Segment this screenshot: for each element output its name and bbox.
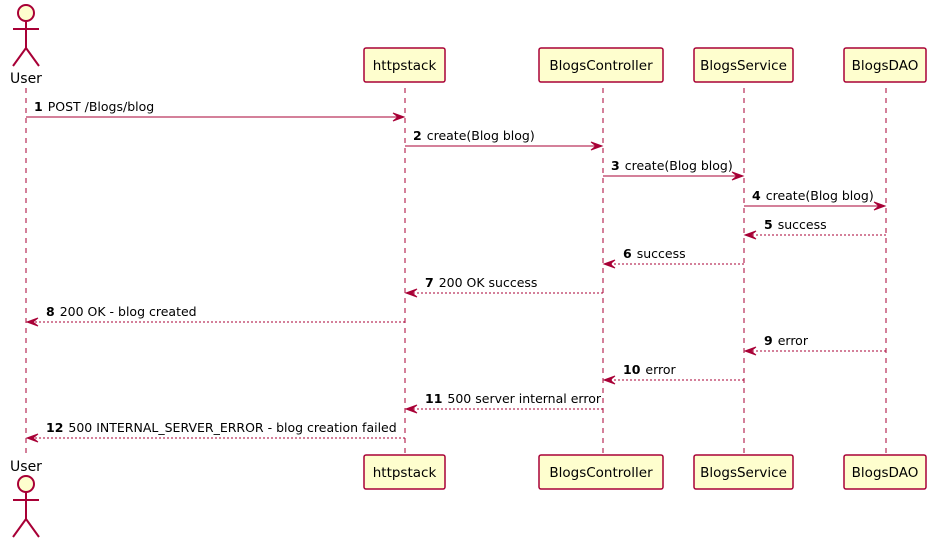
- participant-label: BlogsDAO: [852, 465, 919, 481]
- arrow-head-icon: [25, 433, 39, 443]
- arrow-head-icon: [25, 317, 39, 327]
- participant-controller-bottom: BlogsController: [538, 454, 664, 490]
- arrow-head-icon: [602, 259, 616, 269]
- participants: httpstackhttpstackBlogsControllerBlogsCo…: [363, 47, 927, 490]
- participant-label: BlogsService: [700, 465, 787, 481]
- arrow-head-icon: [404, 288, 418, 298]
- participant-label: BlogsController: [549, 58, 653, 74]
- arrow-head-icon: [602, 375, 616, 385]
- participant-label: httpstack: [373, 58, 437, 74]
- user-actor-icon-top: [12, 4, 40, 67]
- arrow-head-icon: [873, 201, 887, 211]
- participant-service-bottom: BlogsService: [693, 454, 794, 490]
- arrow-head-icon: [743, 346, 757, 356]
- participant-label: BlogsController: [549, 465, 653, 481]
- participant-dao-top: BlogsDAO: [843, 47, 927, 83]
- user-actor-label-top: User: [10, 71, 42, 87]
- arrow-head-icon: [731, 171, 745, 181]
- arrow-head-icon: [590, 141, 604, 151]
- lifelines: [25, 88, 887, 453]
- user-actor-label-bottom: User: [10, 459, 42, 475]
- participant-dao-bottom: BlogsDAO: [843, 454, 927, 490]
- participant-label: httpstack: [373, 465, 437, 481]
- participant-label: BlogsService: [700, 58, 787, 74]
- participant-httpstack-top: httpstack: [363, 47, 446, 83]
- participant-label: BlogsDAO: [852, 58, 919, 74]
- participant-service-top: BlogsService: [693, 47, 794, 83]
- user-actor-icon-bottom: [12, 475, 40, 538]
- participant-httpstack-bottom: httpstack: [363, 454, 446, 490]
- participant-controller-top: BlogsController: [538, 47, 664, 83]
- arrow-head-icon: [404, 404, 418, 414]
- arrow-head-icon: [743, 230, 757, 240]
- arrow-head-icon: [392, 112, 406, 122]
